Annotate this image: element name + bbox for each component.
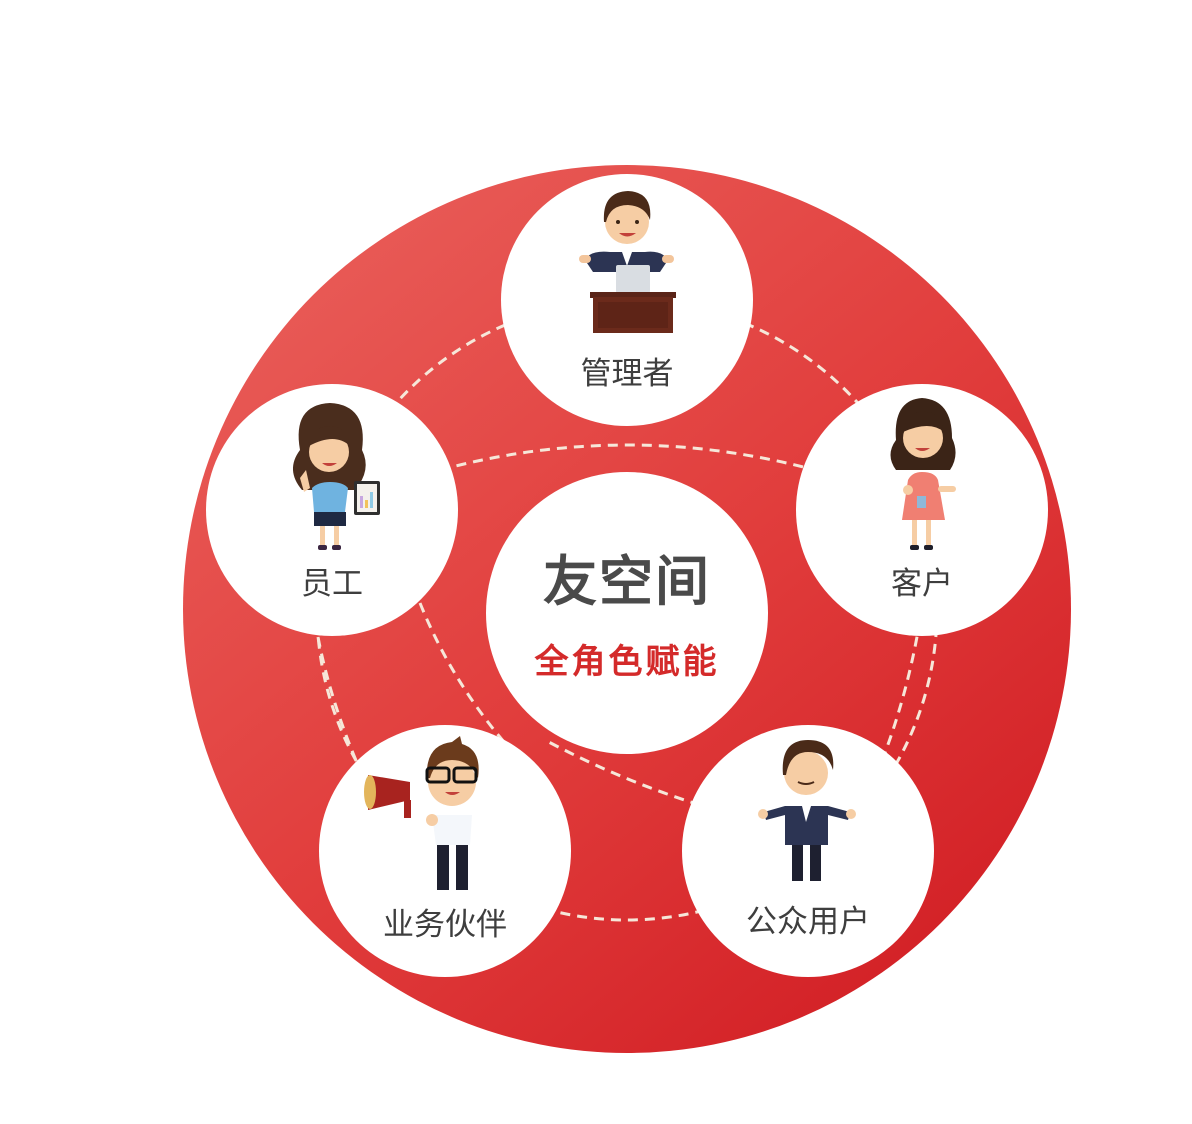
- role-label-public-user: 公众用户: [746, 904, 870, 940]
- role-label-employee: 员工: [301, 566, 363, 602]
- role-node-manager[interactable]: 管理者: [501, 174, 753, 426]
- center-hub[interactable]: 友空间 全角色赋能: [486, 472, 768, 754]
- employee-woman-tablet-icon: [292, 403, 380, 550]
- role-label-business-partner: 业务伙伴: [383, 907, 507, 943]
- role-node-employee[interactable]: 员工: [206, 384, 458, 636]
- manager-at-desk-icon: [579, 191, 676, 333]
- business-partner-megaphone-icon: [364, 736, 479, 890]
- role-label-manager: 管理者: [581, 356, 674, 392]
- role-node-public-user[interactable]: 公众用户: [682, 725, 934, 977]
- customer-woman-icon: [890, 398, 956, 550]
- public-user-man-icon: [758, 740, 856, 881]
- role-label-customer: 客户: [891, 566, 953, 602]
- role-node-customer[interactable]: 客户: [796, 384, 1048, 636]
- role-node-business-partner[interactable]: 业务伙伴: [319, 725, 571, 977]
- center-title: 友空间: [543, 550, 711, 613]
- center-subtitle: 全角色赋能: [534, 642, 720, 682]
